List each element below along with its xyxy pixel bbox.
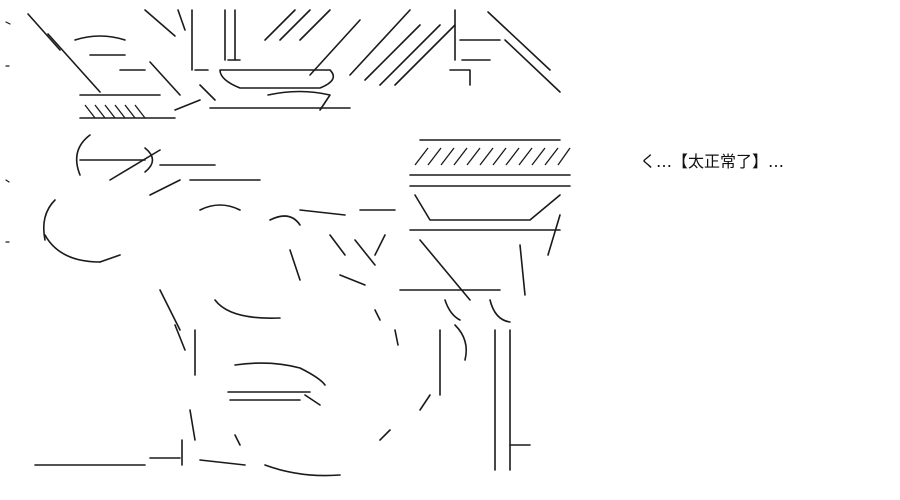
dialogue-text: く…【太正常了】… [640,152,785,171]
body-center [189,179,511,323]
hair-bars-center [191,9,241,71]
body-lower [159,289,531,471]
hair-strands-right [264,9,561,93]
sleeve-right [409,139,571,301]
ground-line [34,409,341,477]
face-upper [74,35,471,101]
headband [79,90,351,119]
arm-left [42,134,216,263]
hair-strands-left [5,9,186,243]
